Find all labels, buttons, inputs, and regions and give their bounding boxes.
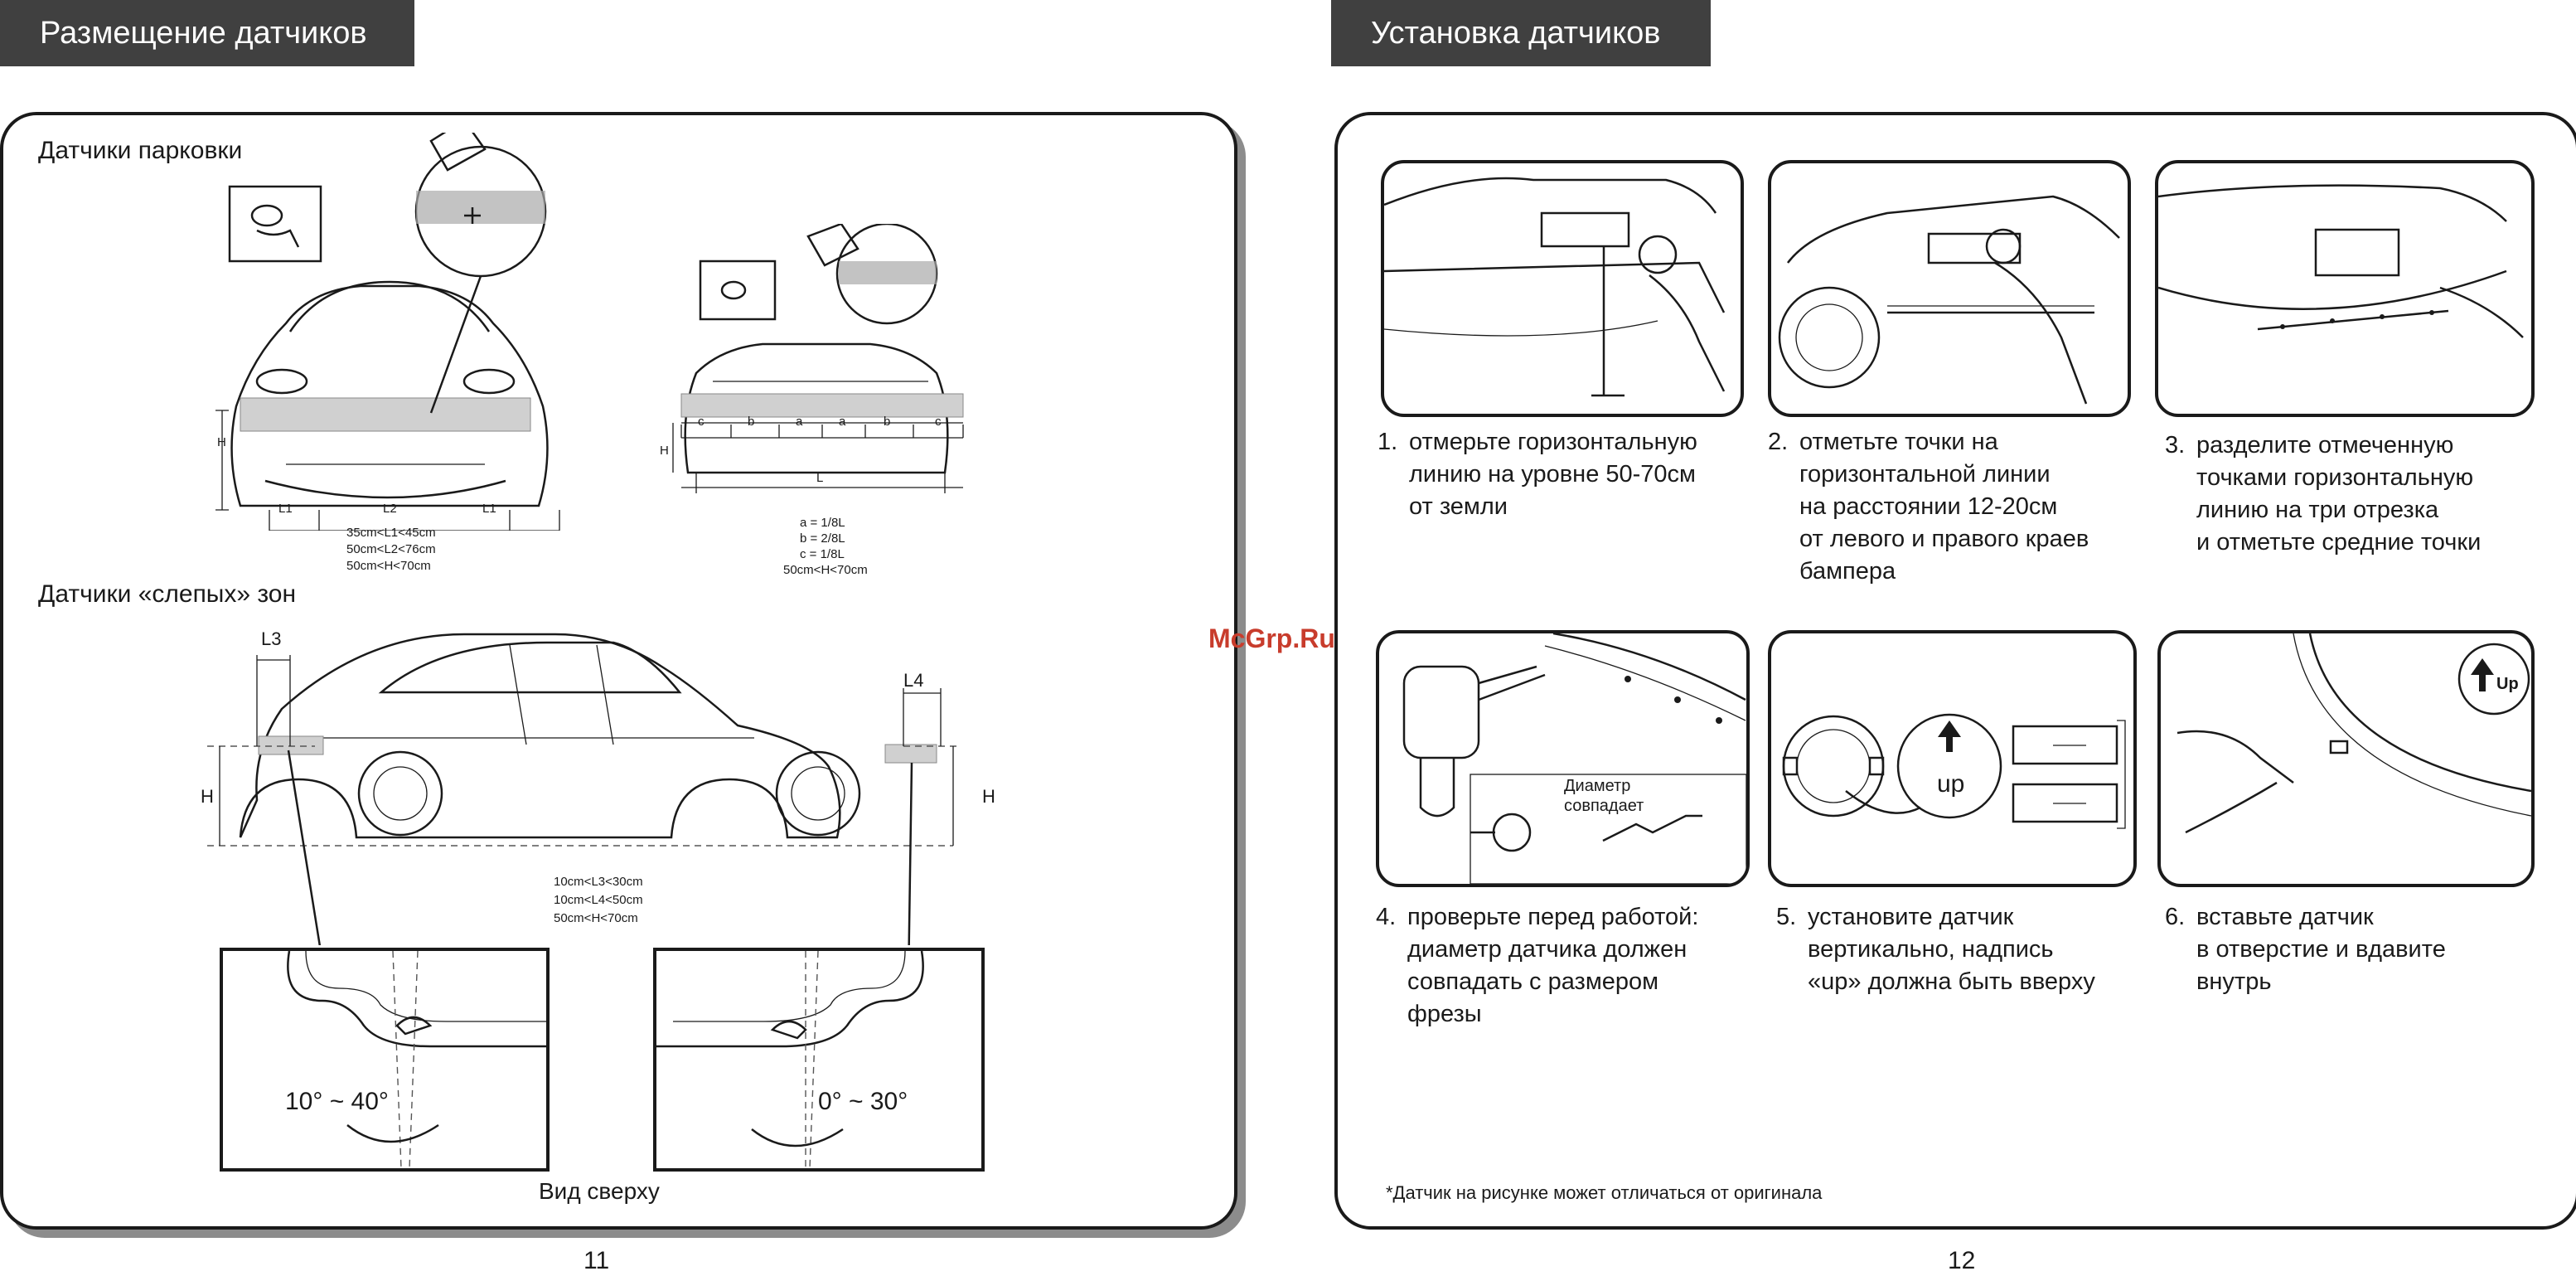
front-dim-l2: L2	[383, 502, 397, 516]
side-dim-h-left: H	[201, 786, 214, 807]
front-note-2: 50cm<L2<76cm	[346, 542, 436, 556]
step-2-text: отметьте точки на горизонтальной линии н…	[1799, 429, 2089, 585]
side-dim-l4: L4	[903, 670, 924, 691]
step-5-image: up	[1768, 630, 2137, 887]
front-dim-l1-left: L1	[278, 502, 293, 516]
left-page-number: 11	[583, 1247, 610, 1274]
parking-sensors-title: Датчики парковки	[38, 137, 243, 164]
rear-note-4: 50cm<H<70cm	[783, 563, 868, 577]
step-2-image	[1768, 160, 2131, 417]
left-page-header-text: Размещение датчиков	[40, 16, 367, 51]
step-6-number: 6.	[2165, 904, 2186, 930]
left-page-header: Размещение датчиков	[0, 0, 414, 66]
side-note-1: 10cm<L3<30cm	[554, 875, 643, 889]
step-4-caption: 4. проверьте перед работой: диаметр датч…	[1376, 901, 1765, 1031]
diameter-label: Диаметр совпадает	[1564, 777, 1644, 815]
rear-dim-l: L	[816, 471, 824, 485]
side-note-2: 10cm<L4<50cm	[554, 893, 643, 907]
step-3-caption: 3. разделите отмеченную точками горизонт…	[2165, 429, 2546, 559]
rear-seg-b-right: b	[884, 415, 891, 429]
blind-spot-title: Датчики «слепых» зон	[38, 580, 297, 608]
right-page-number: 12	[1948, 1247, 1976, 1274]
step-6-caption: 6. вставьте датчик в отверстие и вдавите…	[2165, 901, 2538, 998]
rear-seg-c-right: c	[935, 415, 942, 429]
step-5-number: 5.	[1776, 904, 1797, 930]
rear-note-1: a = 1/8L	[800, 516, 845, 530]
step-4-text: проверьте перед работой: диаметр датчика…	[1407, 904, 1699, 1027]
front-car-illustration	[215, 133, 560, 531]
step-5-caption: 5. установите датчик вертикально, надпис…	[1776, 901, 2166, 998]
rear-seg-a-left: a	[796, 415, 803, 429]
front-note-1: 35cm<L1<45cm	[346, 526, 436, 540]
step-6-image: Up	[2157, 630, 2535, 887]
side-note-3: 50cm<H<70cm	[554, 911, 638, 925]
right-page-header: Установка датчиков	[1331, 0, 1711, 66]
rear-car-illustration	[672, 224, 964, 493]
right-page-header-text: Установка датчиков	[1371, 16, 1661, 51]
side-car-illustration	[207, 633, 961, 945]
top-view-right-box: 0° ~ 30°	[653, 948, 985, 1172]
step-5-text: установите датчик вертикально, надпись «…	[1808, 904, 2095, 995]
angle-right-label: 0° ~ 30°	[818, 1088, 908, 1115]
watermark: McGrp.Ru	[1208, 623, 1335, 653]
front-dim-l1-right: L1	[482, 502, 496, 516]
side-dim-h-right: H	[982, 786, 995, 807]
step-3-number: 3.	[2165, 432, 2186, 458]
rear-seg-b-left: b	[748, 415, 755, 429]
up-label: up	[1937, 770, 1965, 798]
step-1-number: 1.	[1378, 429, 1398, 455]
step-2-number: 2.	[1768, 429, 1789, 455]
step-3-image	[2155, 160, 2535, 417]
step-2-caption: 2. отметьте точки на горизонтальной лини…	[1768, 426, 2149, 588]
step-4-number: 4.	[1376, 904, 1397, 930]
step-3-text: разделите отмеченную точками горизонталь…	[2196, 432, 2482, 556]
rear-note-2: b = 2/8L	[800, 531, 845, 546]
front-note-3: 50cm<H<70cm	[346, 559, 431, 573]
step-6-text: вставьте датчик в отверстие и вдавите вн…	[2196, 904, 2446, 995]
side-dim-l3: L3	[261, 628, 282, 649]
rear-dim-h: H	[660, 444, 669, 458]
rear-seg-a-right: a	[839, 415, 846, 429]
top-view-left-box: 10° ~ 40°	[220, 948, 550, 1172]
front-dim-h: H	[217, 435, 226, 449]
rear-seg-c-left: c	[698, 415, 705, 429]
angle-left-label: 10° ~ 40°	[285, 1088, 389, 1115]
step-4-image: Диаметр совпадает	[1376, 630, 1750, 887]
top-view-caption: Вид сверху	[539, 1178, 660, 1204]
step-1-image	[1381, 160, 1744, 417]
step-1-caption: 1. отмерьте горизонтальную линию на уров…	[1378, 426, 1767, 523]
step-1-text: отмерьте горизонтальную линию на уровне …	[1409, 429, 1697, 520]
footnote: *Датчик на рисунке может отличаться от о…	[1386, 1182, 1823, 1203]
up-badge-label: Up	[2496, 675, 2519, 693]
rear-note-3: c = 1/8L	[800, 547, 845, 561]
left-page-frame	[0, 112, 1237, 1230]
